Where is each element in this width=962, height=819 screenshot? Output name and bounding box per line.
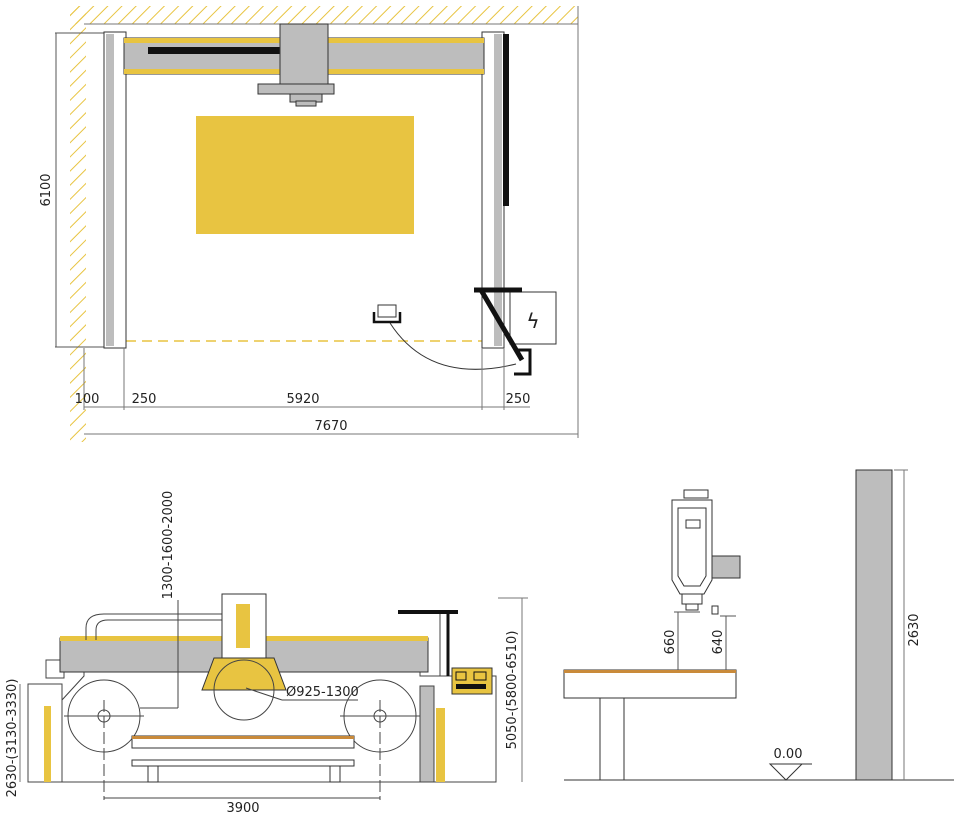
dim-plan-total: 7670 (314, 419, 347, 434)
dim-plan-span: 5920 (286, 392, 319, 407)
front-console-arm (398, 610, 458, 614)
dim-blade: Ø925-1300 (286, 685, 359, 700)
dim-side-height: 2630-(3130-3330) (5, 679, 20, 798)
work-table (196, 116, 414, 234)
dim-rail-span: 3900 (226, 801, 259, 816)
dim-plan-height: 6100 (39, 173, 54, 206)
level-marker (768, 763, 804, 781)
side-column (855, 469, 893, 781)
side-head-unit (671, 499, 713, 595)
cable-hose (85, 613, 226, 640)
control-box (377, 304, 397, 318)
side-view: 660 640 0.00 2630 (563, 469, 954, 781)
cutting-head (279, 23, 329, 87)
electrical-cabinet (509, 291, 557, 345)
front-view: 1300-1600-2000 Ø925-1300 5050-(5800-6510… (5, 491, 528, 816)
dim-clearance-a: 660 (663, 630, 678, 655)
cable (389, 322, 517, 370)
blade-disc (213, 659, 275, 721)
lightning-icon: ϟ (526, 309, 539, 333)
wall-hatch-top (70, 6, 578, 24)
side-table (563, 669, 737, 699)
dim-plan-right-col: 250 (506, 392, 531, 407)
plan-view: ϟ 6100 100 250 5920 250 7670 (39, 6, 579, 442)
dim-plan-left-gap: 100 (75, 392, 100, 407)
dim-total-height: 5050-(5800-6510) (505, 631, 520, 750)
dim-level: 0.00 (774, 747, 803, 762)
dim-clearance-b: 640 (711, 630, 726, 655)
blade-guard (201, 657, 287, 691)
dim-plan-left-col: 250 (132, 392, 157, 407)
wall-hatch-left (70, 6, 86, 442)
dim-column-height: 2630 (907, 613, 922, 646)
dim-stroke: 1300-1600-2000 (161, 491, 176, 600)
